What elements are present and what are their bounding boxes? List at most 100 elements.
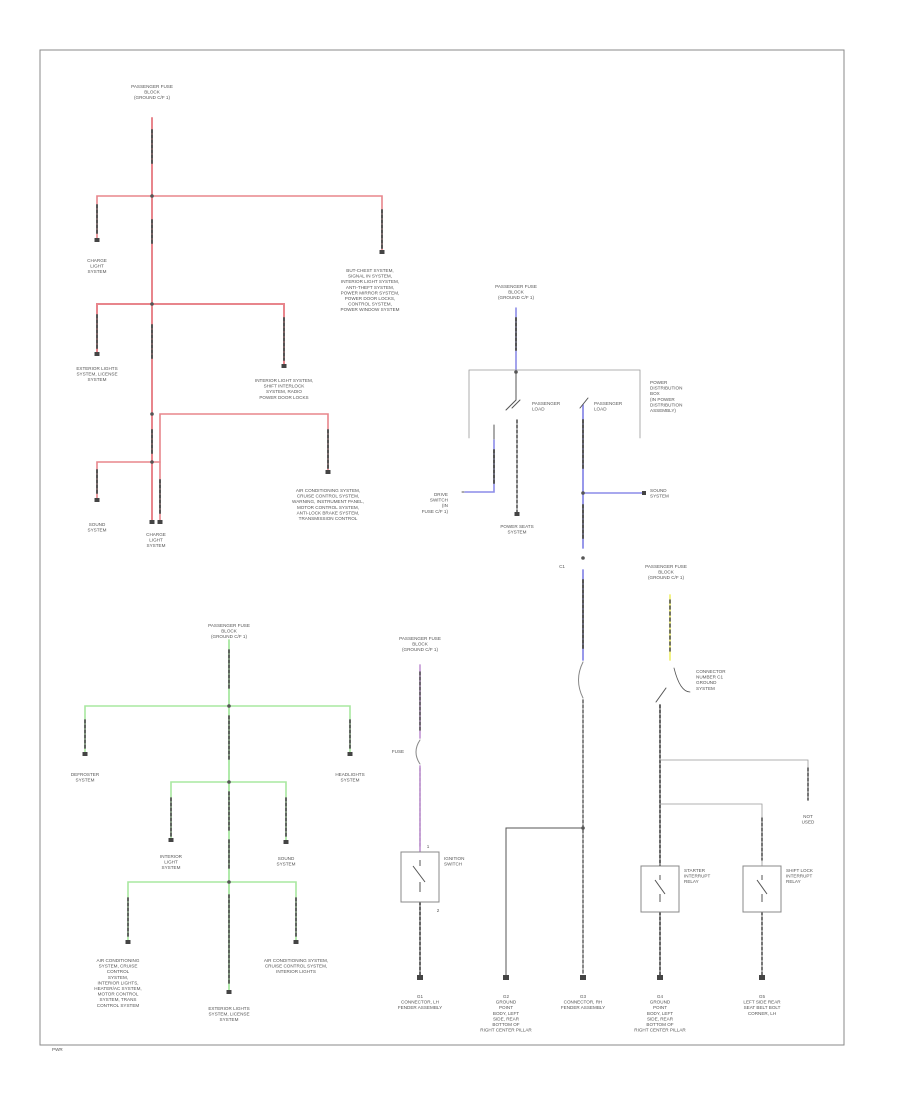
diagram-frame [39, 49, 845, 1046]
green-bottom-left-line: MOTOR CONTROL [98, 992, 139, 997]
red-right2-line: SYSTEM, RADIO [266, 389, 302, 394]
green-left1-line: DEFROSTER [71, 772, 100, 777]
red-source-line: BLOCK [144, 90, 161, 95]
green-bottom-center-line: SYSTEM [220, 1017, 239, 1022]
gnd4-line: POINT [653, 1005, 667, 1010]
terminal [293, 940, 299, 944]
terminal [379, 250, 385, 254]
gnd4-line: G4 [657, 994, 664, 999]
sw-yellow1-line: INTERRUPT [684, 874, 710, 879]
green-branch-1 [84, 705, 351, 753]
red-right1-line: INTERIOR LIGHT SYSTEM, [341, 279, 399, 284]
footer-code: PWR [52, 1047, 63, 1052]
red-power-circuit [96, 117, 383, 523]
gnd2-line: POINT [499, 1005, 513, 1010]
relay1-switch-icon [654, 875, 666, 902]
purple-fuse-label: FUSE [392, 749, 404, 754]
yellow-not-used-line: USED [802, 820, 815, 825]
gnd2-line: G2 [503, 994, 510, 999]
green-bottom-right-line: CRUISE CONTROL SYSTEM, [265, 964, 327, 969]
splice-node [581, 491, 585, 495]
terminal [94, 238, 100, 242]
splice-node [227, 704, 231, 708]
red-right1-line: BUT-CHEST SYSTEM, [346, 268, 393, 273]
terminal [283, 840, 289, 844]
red-right1-line: POWER DOOR LOCKS, [345, 296, 396, 301]
sw-yellow2-line: RELAY [786, 879, 801, 884]
purple-switch-line: SWITCH [444, 862, 462, 867]
blue-left-end-line: FUSE C/F 1) [422, 509, 449, 514]
red-center3-line: SYSTEM [147, 543, 166, 548]
terminal [514, 512, 520, 516]
green-bottom-center-line: EXTERIOR LIGHTS [208, 1006, 249, 1011]
yellow-switch-wire [655, 687, 667, 703]
green-source-line: BLOCK [221, 629, 238, 634]
blue-right-box-line: DISTRIBUTION [650, 386, 682, 391]
yellow-note-line: CONNECTOR [696, 669, 726, 674]
gnd4-line: GROUND [650, 1000, 671, 1005]
ignition-switch-box [400, 851, 440, 903]
gnd1-line: CONNECTOR, LH [401, 1000, 439, 1005]
splice-node [514, 370, 518, 374]
green-mid-left-line: SYSTEM [162, 865, 181, 870]
yellow-power-circuit [655, 594, 809, 976]
green-bottom-left-line: HEATER/AC SYSTEM, [94, 986, 141, 991]
red-right1-line: POWER MIRROR SYSTEM, [341, 290, 400, 295]
ground-terminals [417, 975, 765, 980]
red-right1-label: BUT-CHEST SYSTEM,SIGNAL IN SYSTEM,INTERI… [341, 268, 400, 312]
red-left2-line: EXTERIOR LIGHTS [76, 366, 117, 371]
ignition-pin1-label: 1 [427, 844, 430, 849]
blue-dash-marks [493, 317, 584, 651]
splice-node [227, 880, 231, 884]
green-mid-right-line: SOUND [278, 856, 295, 861]
blue-source-line: PASSENGER FUSE [495, 284, 537, 289]
yellow-note-line: NUMBER C1 [696, 675, 724, 680]
blue-splices [514, 370, 585, 830]
red-terminals [94, 238, 385, 524]
green-right1-line: SYSTEM [341, 778, 360, 783]
purple-source-line: (GROUND C/F 1) [402, 647, 438, 652]
yellow-note-lead [673, 667, 691, 693]
splice-node [150, 194, 154, 198]
ignition-pin2-label: 2 [437, 908, 440, 913]
blue-fuse [578, 661, 584, 699]
gnd3-line: G3 [580, 994, 587, 999]
green-terminals [82, 752, 353, 994]
blue-source-line: BLOCK [508, 290, 525, 295]
blue-connector-label: C1 [559, 564, 565, 569]
red-right3-line: AIR CONDITIONING SYSTEM, [296, 488, 360, 493]
red-dash-marks [96, 129, 383, 516]
gnd4-line: BOTTOM OF [646, 1022, 673, 1027]
green-splices [227, 704, 231, 884]
blue-left-end-line: SWITCH [430, 498, 448, 503]
blue-left-end-line: DRIVE [434, 492, 448, 497]
yellow-note-line: GROUND [696, 680, 717, 685]
terminal [157, 520, 163, 524]
gnd5-line: CORNER, LH [748, 1011, 776, 1016]
gnd2-line: RIGHT CENTER PILLAR [480, 1028, 532, 1033]
gnd3-line: CONNECTOR, RH [564, 1000, 603, 1005]
red-left1-line: CHARGE [87, 258, 107, 263]
terminal [226, 990, 232, 994]
gnd2-line: GROUND [496, 1000, 517, 1005]
blue-power-circuit [461, 307, 643, 976]
green-bottom-center-line: SYSTEM, LICENSE [208, 1012, 249, 1017]
terminal [82, 752, 88, 756]
red-source-line: (GROUND C/F 1) [134, 95, 170, 100]
blue-right-box-line: DISTRIBUTION [650, 402, 682, 407]
splice-node [227, 780, 231, 784]
blue-right-box-line: BOX [650, 391, 660, 396]
